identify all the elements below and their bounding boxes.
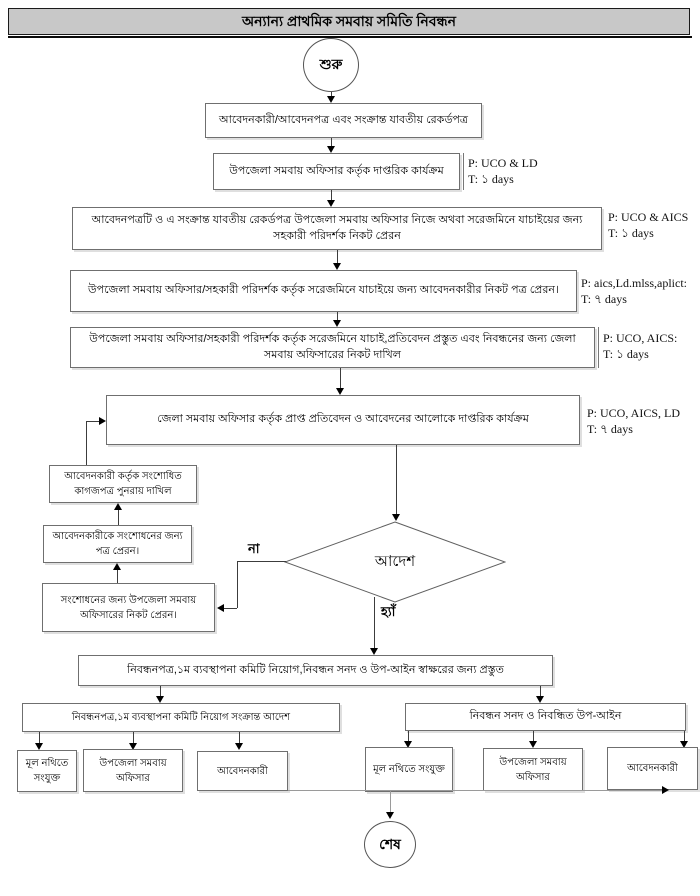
collector-line (288, 790, 662, 791)
arrowhead-down (333, 320, 341, 327)
no-branch-line (224, 608, 237, 609)
connector-line (133, 732, 134, 743)
arrowhead-down (327, 96, 335, 103)
dist-box-uco-left: উপজেলা সমবায় অফিসার (83, 749, 183, 792)
arrowhead-down (386, 812, 394, 819)
annotation-5: P: UCO, AICS, LD T: ৭ days (587, 406, 680, 437)
arrowhead-left (217, 604, 224, 612)
no-label: না (248, 541, 260, 556)
dist-box-applicant-left: আবেদনকারী (197, 751, 288, 791)
connector-line (39, 732, 40, 743)
process-box-uco-official-action: উপজেলা সমবায় অফিসার কর্তৃক দাপ্তরিক কার… (213, 153, 460, 190)
feedback-line (86, 421, 99, 422)
connector-line (533, 731, 534, 741)
arrowhead-down (327, 200, 335, 207)
end-terminal: শেষ (364, 821, 416, 868)
annotation-4: P: UCO, AICS: T: ১ days (603, 331, 677, 362)
arrowhead-down (370, 648, 378, 655)
arrowhead-up (113, 563, 121, 570)
dist-box-main-file-right: মূল নথিতে সংযুক্ত (365, 747, 453, 792)
yes-branch-line (374, 597, 375, 648)
process-box-prepare-registration: নিবন্ধনপত্র,১ম ব্যবস্থাপনা কমিটি নিয়োগ,… (78, 655, 553, 686)
connector-line (160, 686, 161, 696)
no-branch-line (237, 561, 286, 562)
process-box-send-to-uco-for-correction: সংশোধনের জন্য উপজেলা সমবায় অফিসারের নিক… (42, 583, 215, 632)
connector-line (396, 445, 397, 514)
connector-line (239, 732, 240, 743)
arrowhead-down (333, 263, 341, 270)
arrowhead-right (662, 786, 669, 794)
connector-line (118, 510, 119, 525)
annotation-time: T: ১ days (608, 225, 654, 240)
page-title: অন্যান্য প্রাথমিক সমবায় সমিতি নিবন্ধন (8, 8, 690, 35)
yes-label: হ্যাঁ (381, 604, 396, 619)
arrowhead-down (392, 514, 400, 521)
arrowhead-down (680, 741, 688, 748)
process-box-order-committee: নিবন্ধনপত্র,১ম ব্যবস্থাপনা কমিটি নিয়োগ … (22, 703, 340, 732)
annotation-time: T: ১ days (468, 171, 514, 186)
annotation-person: P: UCO & AICS (608, 210, 689, 224)
dist-box-uco-right: উপজেলা সমবায় অফিসার (483, 748, 583, 791)
connector-line (331, 190, 332, 200)
connector-line (684, 731, 685, 741)
process-box-records: আবেদনকারী/আবেদনপত্র এবং সংক্রান্ত যাবতীয… (205, 103, 482, 138)
decision-label: আদেশ (374, 552, 416, 570)
annotation-2: P: UCO & AICS T: ১ days (608, 210, 688, 241)
annotation-person: P: UCO, AICS: (603, 331, 678, 345)
arrowhead-down (327, 146, 335, 153)
arrowhead-right (99, 417, 106, 425)
arrowhead-down (536, 696, 544, 703)
collector-line (390, 791, 391, 812)
dist-box-applicant-right: আবেদনকারী (607, 747, 698, 790)
feedback-line (86, 421, 87, 465)
process-box-letter-to-applicant: উপজেলা সমবায় অফিসার/সহকারী পরিদর্শক কর্… (70, 270, 577, 312)
arrowhead-down (129, 743, 137, 750)
arrowhead-up (114, 503, 122, 510)
start-terminal: শুরু (303, 38, 359, 92)
annotation-1: P: UCO & LD T: ১ days (468, 156, 538, 187)
annotation-separator (598, 327, 599, 368)
process-box-send-to-inspector: আবেদনপত্রটি ও এ সংক্রান্ত যাবতীয় রেকর্ড… (72, 207, 602, 250)
annotation-person: P: UCO, AICS, LD (587, 406, 681, 420)
title-underline (8, 36, 692, 38)
annotation-separator (463, 153, 464, 190)
arrowhead-down (529, 741, 537, 748)
arrowhead-down (235, 743, 243, 750)
annotation-time: T: ৭ days (587, 421, 633, 436)
process-box-verify-and-submit: উপজেলা সমবায় অফিসার/সহকারী পরিদর্শক কর্… (70, 327, 595, 368)
connector-line (331, 92, 332, 98)
annotation-person: P: aics,Ld.mlss,aplict: (581, 276, 687, 290)
process-box-district-officer-action: জেলা সমবায় অফিসার কর্তৃক প্রাপ্ত প্রতিব… (106, 395, 580, 445)
annotation-time: T: ৭ days (581, 291, 627, 306)
arrowhead-down (35, 743, 43, 750)
arrowhead-down (404, 741, 412, 748)
annotation-person: P: UCO & LD (468, 156, 538, 170)
connector-line (540, 686, 541, 696)
process-box-certificate-bylaws: নিবন্ধন সনদ ও নিবন্ধিত উপ-আইন (405, 703, 686, 731)
annotation-3: P: aics,Ld.mlss,aplict: T: ৭ days (581, 276, 687, 307)
decision-diamond: আদেশ (284, 521, 506, 603)
arrowhead-down (156, 696, 164, 703)
connector-line (331, 138, 332, 146)
no-branch-line (237, 561, 238, 608)
process-box-resubmit-corrected: আবেদনকারী কর্তৃক সংশোধিত কাগজপত্র পুনরায… (49, 465, 197, 503)
connector-line (337, 312, 338, 320)
connector-line (117, 570, 118, 583)
connector-line (340, 368, 341, 388)
arrowhead-down (336, 388, 344, 395)
connector-line (408, 731, 409, 741)
dist-box-main-file-left: মূল নথিতে সংযুক্ত (17, 750, 77, 792)
process-box-correction-letter: আবেদনকারীকে সংশোধনের জন্য পত্র প্রেরন। (43, 525, 192, 563)
connector-line (337, 250, 338, 263)
annotation-time: T: ১ days (603, 346, 649, 361)
